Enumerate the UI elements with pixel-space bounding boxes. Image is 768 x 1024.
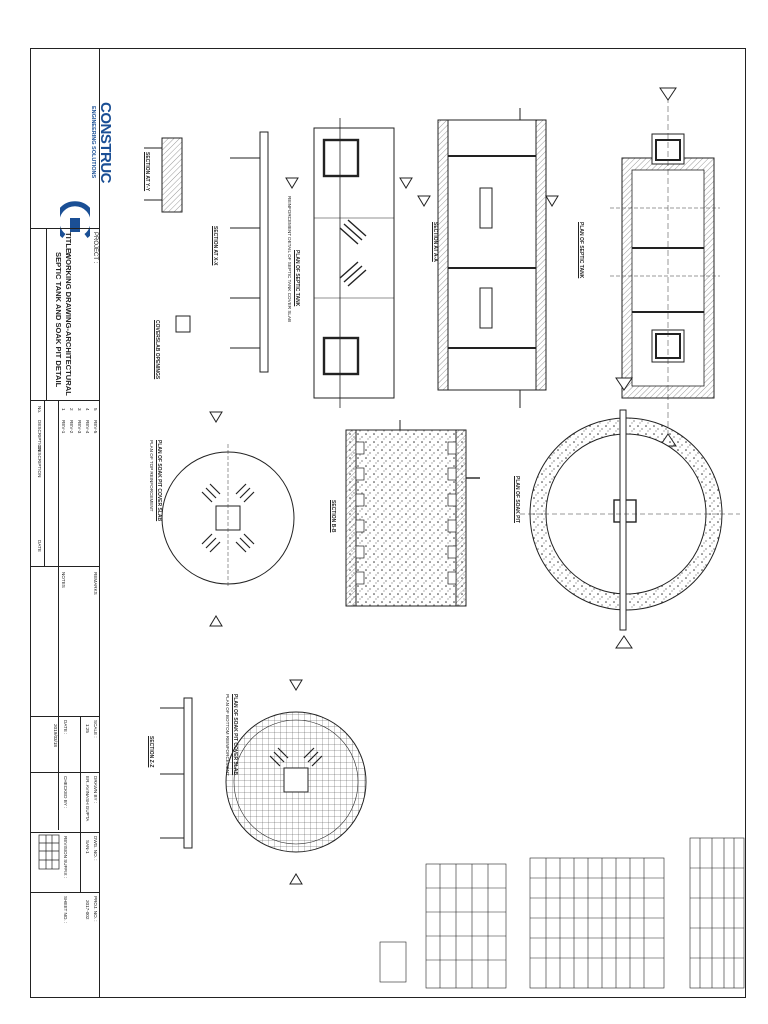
subtitle-text: SEPTIC TANK AND SOAK PIT DETAIL	[54, 252, 63, 388]
reinforcement-table	[529, 857, 665, 989]
soak-cover-bottom-plan	[225, 711, 367, 853]
dwg-label: DWG. NO. :	[93, 836, 98, 861]
tb-divider	[30, 400, 100, 401]
legend-box	[379, 941, 407, 983]
date-value: 2019/03/18	[53, 724, 58, 747]
rev-no: 1	[61, 408, 66, 411]
tb-divider	[30, 228, 100, 229]
dwg-value: SAN-1	[85, 840, 90, 854]
caption-soak-bottom-sub: PLAN OF BOTTOM REINFORCEMENT	[225, 694, 230, 776]
caption-soak-cover-sub: PLAN OF TOP REINFORCEMENT	[149, 440, 154, 512]
section-aa	[437, 108, 547, 408]
tb-divider	[30, 772, 100, 773]
caption-plan-reinf-sub: REINFORCEMENT DETAIL OF SEPTIC TANK COVE…	[287, 196, 292, 323]
title-text: WORKING DRAWING-ARCHITECTURAL	[64, 252, 73, 396]
section-bb	[345, 420, 480, 607]
rev-no: 3	[77, 408, 82, 411]
rev-desc: REV-1	[61, 420, 66, 434]
section-zz	[160, 697, 193, 849]
rev-no: 5	[93, 408, 98, 411]
caption-plan-reinf: PLAN OF SEPTIC TANK	[294, 250, 300, 307]
concrete-table	[425, 863, 507, 989]
reinforcement-plan	[313, 118, 395, 408]
tb-divider	[44, 400, 45, 566]
drawing-area	[144, 87, 745, 989]
caption-section-bb: SECTION B-B	[330, 500, 336, 533]
caption-coverslab: COVERSLAB OPENINGS	[154, 320, 160, 380]
rev-header-desc: DESCRIPTION	[37, 446, 42, 478]
revision-suffix-grid	[38, 834, 60, 870]
tb-divider	[46, 228, 47, 400]
caption-plan-septic: PLAN OF SEPTIC TANK	[578, 222, 584, 279]
rev-desc: REV-2	[69, 420, 74, 434]
drawn-label: DRAWN BY :	[93, 776, 98, 804]
soak-cover-top-plan	[161, 444, 295, 588]
sheet-label: SHEET NO. :	[63, 896, 68, 924]
caption-section-zz: SECTION Z-Z	[148, 736, 154, 768]
date-label: DATE :	[63, 720, 68, 735]
revision-label: REVISION SUFFIX :	[63, 836, 68, 879]
notes-label: NOTES	[61, 572, 66, 588]
coverslab-opening	[175, 315, 191, 333]
project-label: PROJECT :	[92, 232, 98, 264]
logo-arc-icon	[60, 201, 90, 238]
remarks-label: REMARKS	[93, 572, 98, 595]
section-yy	[144, 137, 183, 213]
rev-desc: REV-5	[93, 420, 98, 434]
septic-plan	[610, 88, 720, 448]
rev-desc: REV-4	[85, 420, 90, 434]
tb-divider	[80, 716, 81, 892]
rev-header-no: No.	[37, 406, 42, 414]
bar-schedule-table	[689, 837, 745, 989]
rev-no: 4	[85, 408, 90, 411]
drawn-value: ER. AVINASH GUPTA	[85, 776, 90, 822]
section-xx	[230, 131, 269, 373]
project-no-label: PROJ. NO. :	[93, 896, 98, 922]
title-block: CONSTRUC ENGINEERING SOLUTIONS	[30, 48, 114, 998]
tb-divider	[30, 566, 100, 567]
logo-subtitle: ENGINEERING SOLUTIONS	[90, 106, 96, 179]
caption-soak-cover: PLAN OF SOAK PIT COVER SLAB	[156, 440, 162, 522]
tb-divider	[58, 400, 59, 830]
soak-pit-plan	[520, 409, 740, 631]
checked-label: CHECKED BY :	[63, 776, 68, 809]
rev-no: 2	[69, 408, 74, 411]
caption-plan-soak: PLAN OF SOAK PIT	[514, 476, 520, 523]
rev-desc: REV-3	[77, 420, 82, 434]
caption-soak-bottom: PLAN OF SOAK PIT COVER SLAB	[232, 694, 238, 776]
tb-divider	[30, 716, 100, 717]
scale-value: 1:25	[85, 724, 90, 733]
caption-section-yy: SECTION AT Y-Y	[144, 152, 150, 192]
project-no-value: 2017-002	[85, 900, 90, 920]
rev-header-date: DATE	[37, 540, 42, 552]
caption-section-aa: SECTION AT A-A	[432, 222, 438, 262]
tb-divider	[30, 892, 100, 893]
caption-section-xx: SECTION AT X-X	[212, 226, 218, 266]
tb-divider	[30, 832, 100, 833]
scale-label: SCALE :	[93, 720, 98, 738]
